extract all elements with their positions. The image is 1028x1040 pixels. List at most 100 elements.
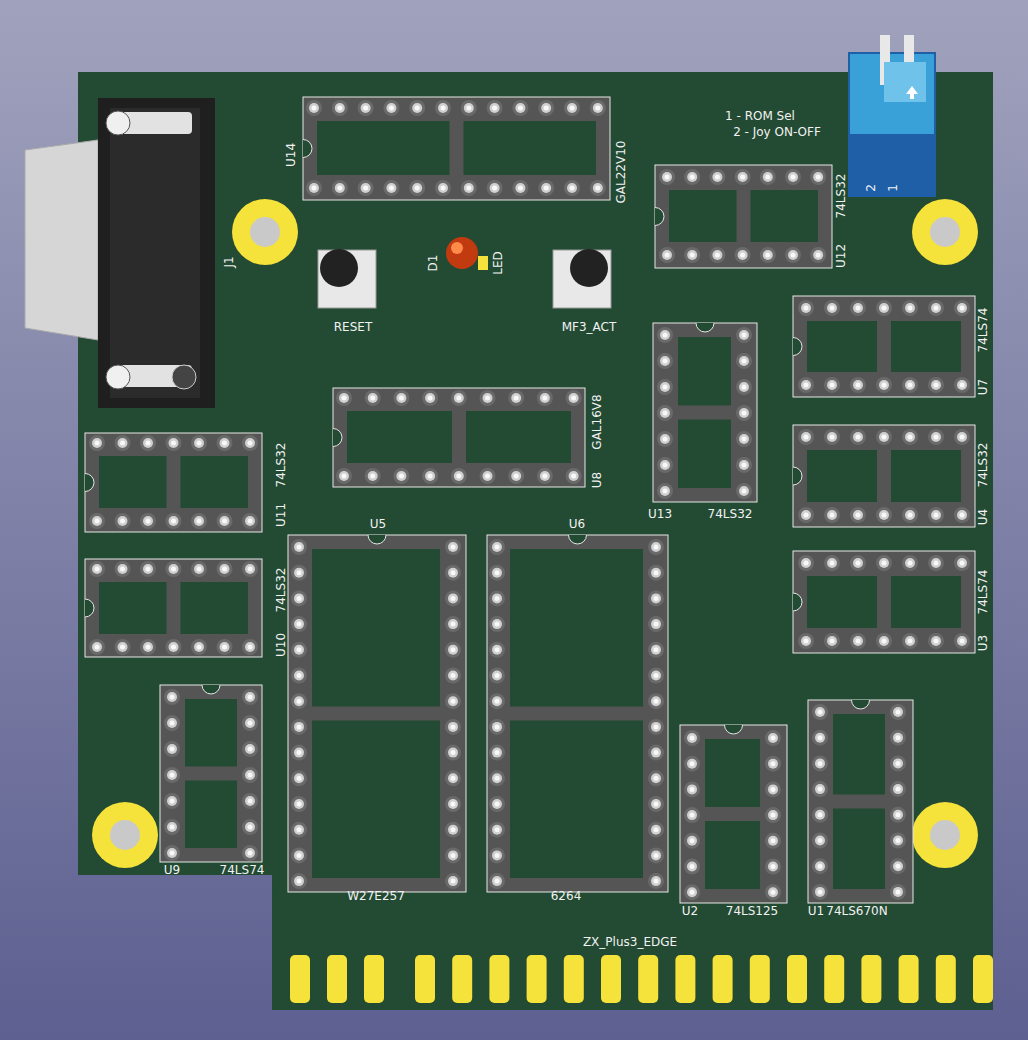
socket-pin xyxy=(810,247,826,263)
socket-notch xyxy=(333,429,342,447)
socket-pin xyxy=(957,636,967,646)
socket-pin xyxy=(115,435,131,451)
socket-pin xyxy=(336,468,352,484)
socket-pin xyxy=(194,516,204,526)
socket-pin xyxy=(291,719,307,735)
socket-pin xyxy=(294,619,304,629)
socket-pin xyxy=(451,750,456,755)
socket-pin xyxy=(687,810,697,820)
socket-pin xyxy=(540,471,550,481)
socket-pin xyxy=(765,781,781,797)
socket-pin xyxy=(370,396,375,401)
socket-pin xyxy=(492,825,502,835)
socket-pin xyxy=(248,519,253,524)
socket-pin xyxy=(660,434,670,444)
socket-pin xyxy=(890,730,906,746)
socket-pin xyxy=(788,172,798,182)
socket-pin xyxy=(363,106,368,111)
socket-pin xyxy=(95,645,100,650)
socket-pin xyxy=(654,570,659,575)
socket-pin xyxy=(358,100,374,116)
socket-pin xyxy=(167,796,177,806)
socket-pin xyxy=(140,639,156,655)
socket-pin xyxy=(960,435,965,440)
socket-pin xyxy=(120,519,125,524)
silkscreen-label: U6 xyxy=(569,517,585,531)
socket-pin xyxy=(765,730,781,746)
silkscreen-label: 74LS74 xyxy=(976,570,990,615)
socket-pin xyxy=(297,724,302,729)
socket-pin xyxy=(445,693,461,709)
socket-notch xyxy=(696,323,714,332)
socket-pin xyxy=(905,303,915,313)
socket-pin xyxy=(445,565,461,581)
socket-pin xyxy=(309,103,319,113)
socket-pin xyxy=(370,474,375,479)
socket-pin xyxy=(445,590,461,606)
socket-pin xyxy=(438,183,448,193)
socket-pin xyxy=(853,636,863,646)
socket-pin xyxy=(291,796,307,812)
socket-pin xyxy=(171,519,176,524)
socket-pin xyxy=(339,471,349,481)
socket-pin xyxy=(648,565,664,581)
socket-pin xyxy=(890,704,906,720)
socket-pin xyxy=(934,435,939,440)
socket-pin xyxy=(492,106,497,111)
socket-pin xyxy=(818,889,823,894)
socket-pin xyxy=(690,175,695,180)
socket-pin xyxy=(451,853,456,858)
socket-pin xyxy=(294,645,304,655)
socket-pin xyxy=(684,859,700,875)
socket-pin xyxy=(512,180,528,196)
socket-pin xyxy=(489,642,505,658)
socket-pin xyxy=(905,636,915,646)
socket-pin xyxy=(191,435,207,451)
socket-pin xyxy=(466,186,471,191)
socket-pin xyxy=(856,561,861,566)
socket-pin xyxy=(454,471,464,481)
socket-window xyxy=(807,576,877,628)
silkscreen-label: 74LS670N xyxy=(826,904,887,918)
socket-pin xyxy=(489,719,505,735)
socket-pin xyxy=(169,438,179,448)
socket-pin xyxy=(365,468,381,484)
socket-notch xyxy=(793,467,802,485)
socket-pin xyxy=(294,671,304,681)
socket-body xyxy=(487,535,668,892)
socket-pin xyxy=(957,303,967,313)
socket-pin xyxy=(876,429,892,445)
socket-pin xyxy=(448,722,458,732)
socket-pin xyxy=(294,568,304,578)
board-outline xyxy=(78,72,993,1010)
socket-pin xyxy=(957,558,967,568)
silkscreen-label: 74LS32 xyxy=(274,443,288,488)
socket-pin xyxy=(818,838,823,843)
socket-pin xyxy=(957,380,967,390)
socket-pin xyxy=(146,441,151,446)
socket-pin xyxy=(464,103,474,113)
socket-pin xyxy=(902,633,918,649)
socket-pin xyxy=(665,175,670,180)
socket-pin xyxy=(648,719,664,735)
socket-pin xyxy=(297,647,302,652)
socket-pin xyxy=(291,873,307,889)
socket-pin xyxy=(690,813,695,818)
socket-pin xyxy=(827,510,837,520)
socket-window xyxy=(807,450,877,502)
socket-pin xyxy=(248,851,253,856)
socket-pin xyxy=(813,172,823,182)
socket-pin xyxy=(170,773,175,778)
socket-pin xyxy=(492,542,502,552)
socket-pin xyxy=(248,799,253,804)
socket-pin xyxy=(739,408,749,418)
socket-pin xyxy=(492,671,502,681)
socket-body xyxy=(653,323,757,502)
socket-pin xyxy=(445,847,461,863)
socket-pin xyxy=(118,516,128,526)
edge-pad xyxy=(290,955,310,1003)
socket-pin xyxy=(827,380,837,390)
socket-pin xyxy=(850,555,866,571)
dip-socket xyxy=(160,685,262,862)
socket-pin xyxy=(495,724,500,729)
